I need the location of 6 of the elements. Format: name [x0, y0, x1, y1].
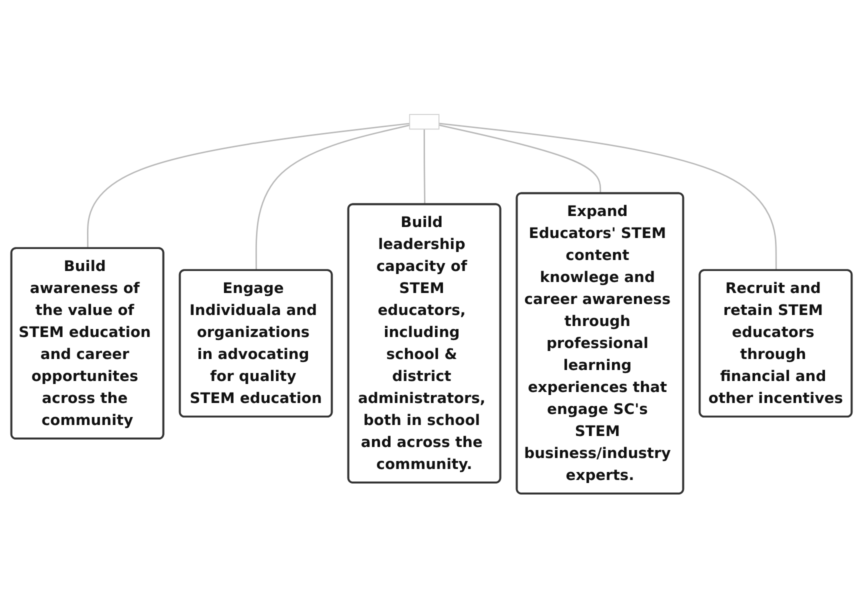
connector	[87, 122, 410, 248]
connector	[438, 124, 602, 194]
connector	[256, 124, 410, 270]
connector	[424, 128, 426, 204]
node-box	[409, 114, 440, 130]
connector	[438, 122, 777, 270]
